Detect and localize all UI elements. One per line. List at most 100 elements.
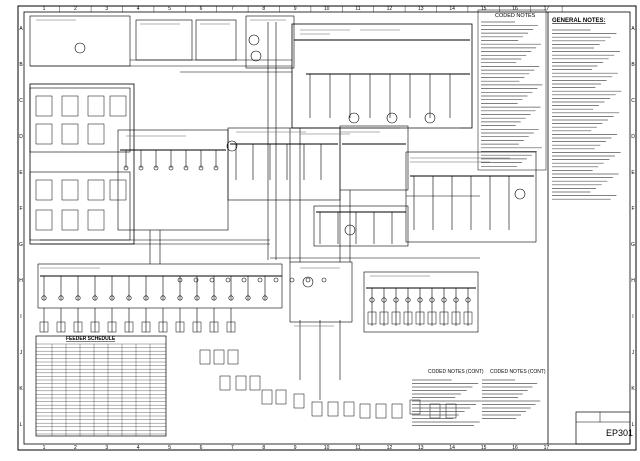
column-label-top: 4 bbox=[137, 6, 140, 12]
equipment-box bbox=[135, 19, 193, 61]
transformer-symbol bbox=[228, 295, 234, 301]
transformer-symbol bbox=[305, 277, 311, 283]
row-label-left: E bbox=[19, 170, 23, 176]
transformer-symbol bbox=[441, 297, 447, 303]
equipment-box bbox=[391, 403, 403, 419]
equipment-box bbox=[327, 401, 339, 417]
row-label-right: J bbox=[632, 350, 635, 356]
column-label-bottom: 12 bbox=[387, 445, 393, 451]
equipment-box bbox=[275, 389, 287, 405]
transformer-symbol bbox=[58, 295, 64, 301]
transformer-symbol bbox=[514, 188, 526, 200]
equipment-box bbox=[87, 209, 105, 231]
transformer-symbol bbox=[92, 295, 98, 301]
equipment-box bbox=[195, 19, 237, 61]
equipment-box bbox=[293, 393, 305, 409]
row-label-left: K bbox=[19, 386, 23, 392]
equipment-box bbox=[107, 321, 117, 333]
transformer-symbol bbox=[386, 112, 398, 124]
column-label-bottom: 9 bbox=[294, 445, 297, 451]
column-label-bottom: 8 bbox=[262, 445, 265, 451]
row-label-left: C bbox=[19, 98, 23, 104]
transformer-symbol bbox=[194, 295, 200, 301]
equipment-box bbox=[245, 15, 295, 69]
transformer-symbol bbox=[348, 112, 360, 124]
row-label-left: F bbox=[19, 206, 22, 212]
column-label-top: 15 bbox=[481, 6, 487, 12]
equipment-box bbox=[29, 87, 131, 153]
transformer-symbol bbox=[226, 140, 238, 152]
equipment-box bbox=[429, 403, 441, 419]
transformer-symbol bbox=[74, 42, 86, 54]
equipment-box bbox=[87, 95, 105, 117]
feeder-schedule-grid bbox=[36, 343, 166, 436]
row-label-right: F bbox=[631, 206, 634, 212]
transformer-symbol bbox=[41, 295, 47, 301]
equipment-box bbox=[313, 205, 409, 247]
equipment-box bbox=[439, 311, 449, 325]
transformer-symbol bbox=[160, 295, 166, 301]
equipment-box bbox=[359, 403, 371, 419]
transformer-symbol bbox=[123, 165, 129, 171]
column-label-top: 1 bbox=[43, 6, 46, 12]
coded-notes-cont-title-2: CODED NOTES (CONT) bbox=[490, 369, 546, 375]
feeder-schedule-table bbox=[35, 335, 167, 437]
transformer-symbol bbox=[211, 295, 217, 301]
row-label-right: K bbox=[631, 386, 635, 392]
row-label-left: I bbox=[20, 314, 21, 320]
sheet-border-outer bbox=[17, 5, 637, 451]
transformer-symbol bbox=[405, 297, 411, 303]
coded-notes-cont-text bbox=[412, 379, 541, 426]
row-label-left: A bbox=[19, 26, 23, 32]
transformer-symbol bbox=[424, 112, 436, 124]
equipment-box bbox=[409, 399, 421, 415]
equipment-box bbox=[451, 311, 461, 325]
transformer-symbol bbox=[273, 277, 279, 283]
coded-notes-cont-title-1: CODED NOTES (CONT) bbox=[428, 369, 484, 375]
transformer-symbol bbox=[344, 224, 356, 236]
equipment-box bbox=[311, 401, 323, 417]
equipment-box bbox=[35, 95, 53, 117]
equipment-box bbox=[90, 321, 100, 333]
transformer-symbol bbox=[209, 277, 215, 283]
transformer-symbol bbox=[193, 277, 199, 283]
equipment-box bbox=[37, 263, 283, 309]
sheet-border-inner bbox=[23, 11, 631, 445]
feeder-schedule-title: FEEDER SCHEDULE bbox=[66, 336, 116, 342]
equipment-box bbox=[87, 179, 105, 201]
column-label-top: 10 bbox=[324, 6, 330, 12]
row-label-right: B bbox=[631, 62, 635, 68]
equipment-box bbox=[39, 321, 49, 333]
column-label-top: 5 bbox=[168, 6, 171, 12]
transformer-symbol bbox=[153, 165, 159, 171]
column-label-bottom: 6 bbox=[200, 445, 203, 451]
equipment-box bbox=[117, 129, 229, 231]
column-label-bottom: 15 bbox=[481, 445, 487, 451]
transformer-symbol bbox=[429, 297, 435, 303]
transformer-symbol bbox=[369, 297, 375, 303]
column-label-top: 9 bbox=[294, 6, 297, 12]
sheet-number: EP301 bbox=[606, 428, 633, 438]
equipment-box bbox=[109, 179, 127, 201]
transformer-symbol bbox=[198, 165, 204, 171]
transformer-symbol bbox=[241, 277, 247, 283]
equipment-box bbox=[61, 95, 79, 117]
equipment-box bbox=[405, 151, 537, 243]
equipment-box bbox=[219, 375, 231, 391]
transformer-symbol bbox=[321, 277, 327, 283]
equipment-box bbox=[227, 349, 239, 365]
row-label-right: H bbox=[631, 278, 635, 284]
column-label-top: 7 bbox=[231, 6, 234, 12]
equipment-box bbox=[175, 321, 185, 333]
equipment-box bbox=[379, 311, 389, 325]
coded-notes-title: CODED NOTES bbox=[495, 13, 536, 19]
row-label-left: L bbox=[20, 422, 23, 428]
equipment-box bbox=[261, 389, 273, 405]
title-block bbox=[575, 411, 631, 445]
